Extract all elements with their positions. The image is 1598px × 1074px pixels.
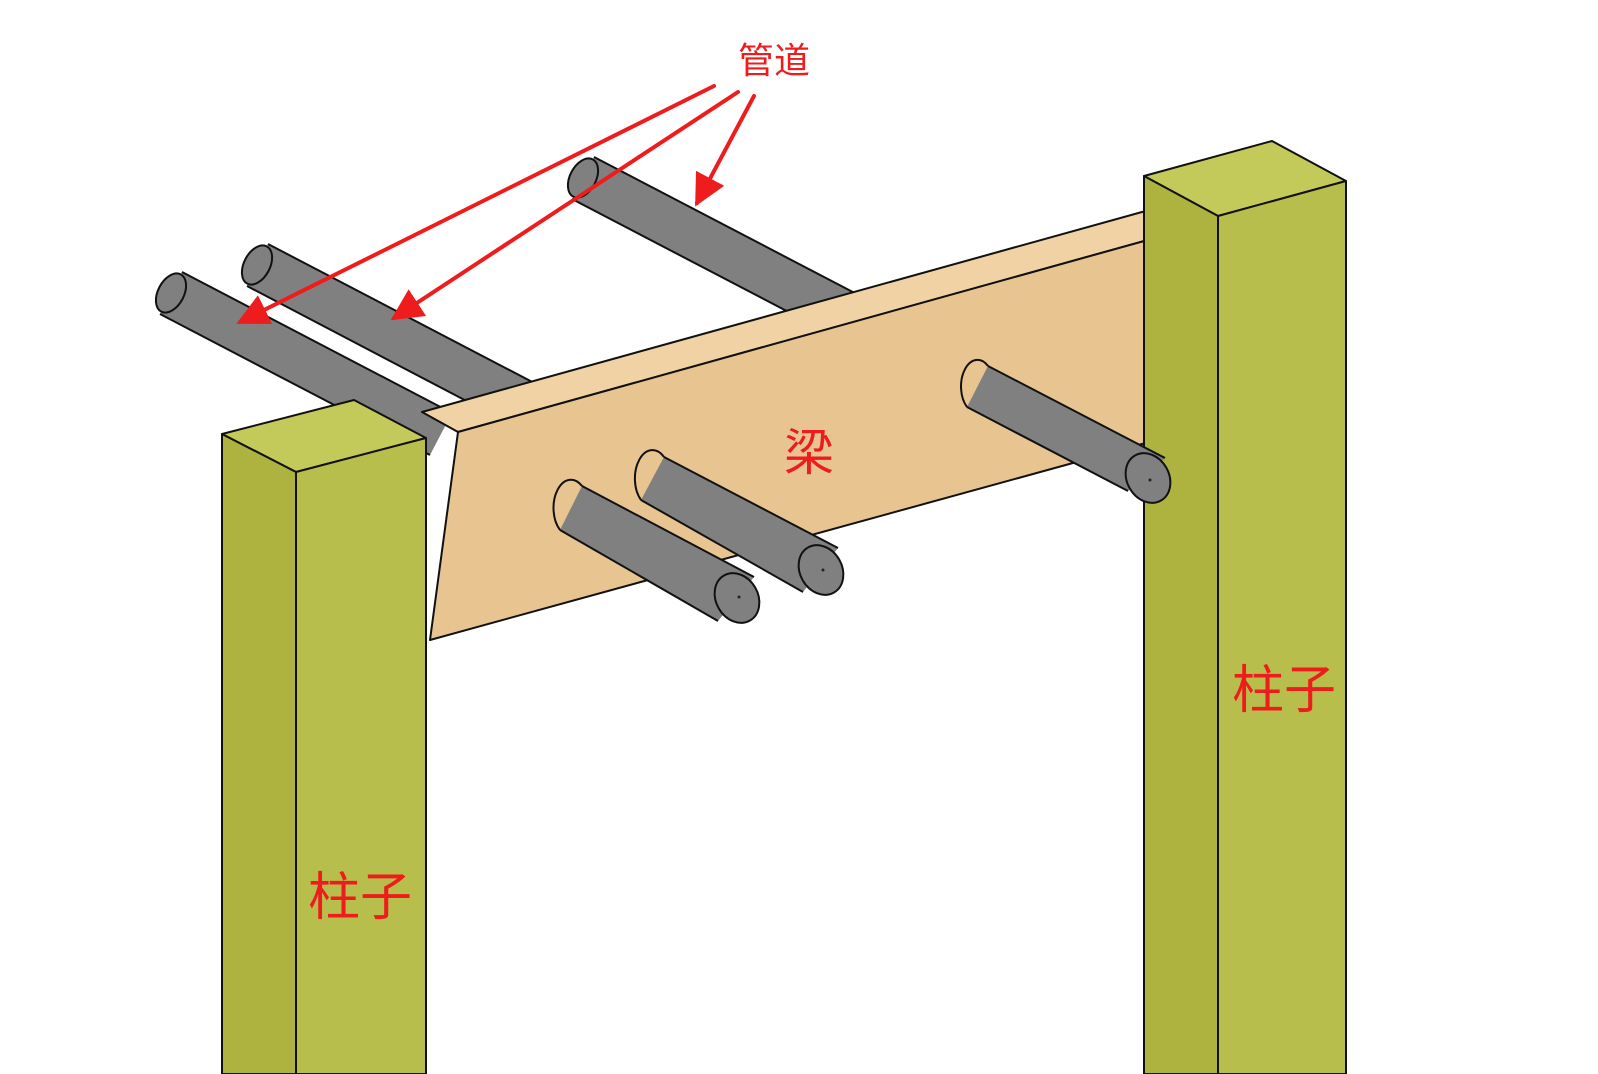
- arrow-to-middle-pipe: [390, 90, 740, 321]
- arrow-to-front-pipe: [236, 84, 716, 324]
- pipe-through-beam-left: [552, 478, 761, 624]
- column-right: [1143, 140, 1347, 1074]
- column-right-label: 柱子: [1232, 661, 1337, 721]
- column-left-label: 柱子: [308, 868, 413, 928]
- pipe-through-beam-middle: [633, 449, 845, 596]
- pipe-through-beam-right: [960, 358, 1172, 504]
- pipe-label: 管道: [738, 41, 811, 82]
- pipe-annotation-arrows: [236, 84, 756, 324]
- beam-label: 梁: [784, 424, 834, 482]
- column-left: [221, 399, 427, 1074]
- arrow-to-back-pipe: [695, 94, 756, 207]
